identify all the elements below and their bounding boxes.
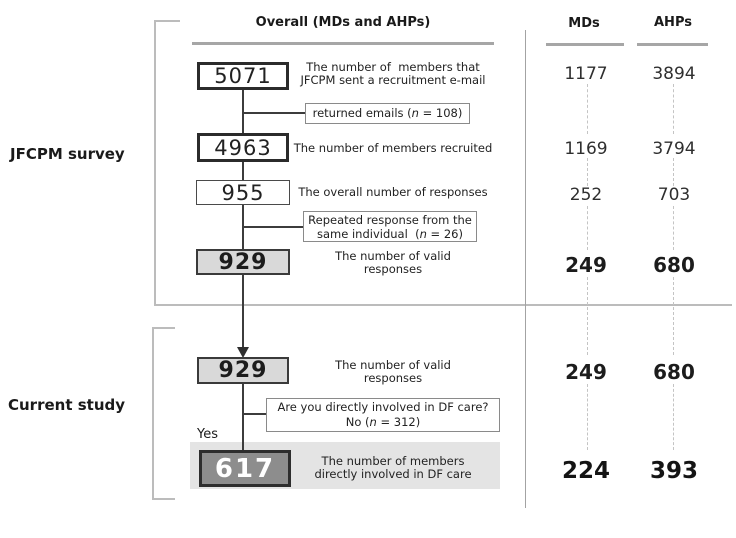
branch-connector-returned [243, 112, 305, 114]
md-count-emailed: 1177 [564, 64, 608, 84]
ahp-dashed-connector [673, 84, 674, 134]
section-label-jfcpm-survey: JFCPM survey [10, 145, 125, 163]
md-count-df-care: 224 [561, 458, 610, 484]
ahp-dashed-connector [673, 277, 674, 355]
jfcpm-bracket-top-tick [154, 20, 180, 22]
flow-connector-4 [242, 275, 244, 349]
ahp-count-recruited: 3794 [652, 139, 696, 159]
md-count-valid-survey: 249 [565, 253, 607, 277]
ahp-count-valid-current: 680 [653, 360, 695, 384]
md-count-valid-current: 249 [565, 360, 607, 384]
desc-overall-responses: The overall number of responses [298, 185, 488, 199]
md-dashed-connector [587, 206, 588, 250]
note-repeated-response: Repeated response from the same individu… [303, 211, 477, 242]
flow-box-617-value: 617 [214, 453, 276, 484]
down-arrow-icon [237, 347, 249, 358]
flow-box-929-survey-value: 929 [218, 249, 268, 275]
note-returned-emails: returned emails (n = 108) [305, 103, 470, 124]
md-dashed-connector [587, 384, 588, 450]
flow-box-4963-value: 4963 [214, 135, 272, 160]
md-dashed-connector [587, 158, 588, 186]
current-bracket-top-tick [152, 327, 175, 329]
flow-box-5071: 5071 [197, 62, 289, 90]
flow-box-955: 955 [196, 180, 290, 205]
ahp-count-valid-survey: 680 [653, 253, 695, 277]
flow-box-929-current-value: 929 [218, 358, 268, 383]
branch-connector-repeated [243, 226, 303, 228]
flow-box-955-value: 955 [221, 180, 265, 205]
desc-df-care-members: The number of members directly involved … [314, 454, 472, 481]
desc-valid-responses-survey: The number of valid responses [335, 249, 451, 276]
ahp-count-df-care: 393 [649, 458, 698, 484]
ahp-dashed-connector [673, 158, 674, 186]
overall-underline [192, 42, 494, 45]
current-bracket-vertical [152, 327, 154, 500]
md-count-recruited: 1169 [564, 139, 608, 159]
column-divider-line [525, 30, 526, 508]
flow-box-4963: 4963 [197, 133, 289, 162]
md-dashed-connector [587, 277, 588, 355]
branch-connector-question [243, 413, 266, 415]
header-ahps: AHPs [654, 15, 692, 30]
ahps-underline [637, 43, 708, 46]
flow-box-929-current: 929 [197, 357, 289, 384]
section-divider-line [154, 304, 732, 306]
note-df-care-question: Are you directly involved in DF care? No… [266, 398, 500, 432]
md-count-responses: 252 [569, 185, 603, 205]
mds-underline [546, 43, 624, 46]
jfcpm-bracket-vertical [154, 20, 156, 306]
yes-label: Yes [197, 427, 218, 442]
ahp-dashed-connector [673, 206, 674, 250]
desc-valid-responses-current: The number of valid responses [335, 358, 451, 385]
header-overall: Overall (MDs and AHPs) [255, 15, 431, 30]
desc-recruitment-email: The number of members that JFCPM sent a … [300, 60, 486, 87]
flow-box-617: 617 [199, 450, 291, 487]
md-dashed-connector [587, 84, 588, 134]
flow-connector-1 [242, 89, 244, 133]
ahp-dashed-connector [673, 384, 674, 450]
flow-connector-5 [242, 383, 244, 450]
current-bracket-bottom-tick [152, 498, 175, 500]
flow-box-5071-value: 5071 [214, 64, 272, 88]
ahp-count-emailed: 3894 [652, 64, 696, 84]
flow-connector-2 [242, 161, 244, 180]
ahp-count-responses: 703 [657, 185, 691, 205]
section-label-current-study: Current study [8, 396, 126, 414]
header-mds: MDs [568, 16, 600, 31]
flow-box-929-survey: 929 [196, 249, 290, 275]
desc-members-recruited: The number of members recruited [293, 141, 493, 155]
